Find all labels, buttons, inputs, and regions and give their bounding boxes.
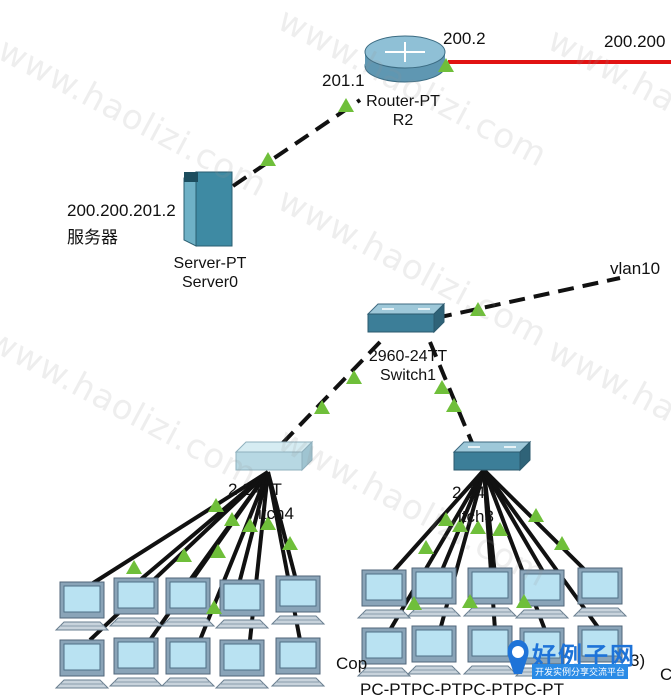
bottom-cop-label: Cop	[336, 654, 368, 673]
router-server-link[interactable]	[231, 98, 362, 188]
pc-icon[interactable]	[357, 569, 411, 619]
server-model-label: Server-PT	[173, 255, 247, 272]
switch4-name-label: itch4	[258, 504, 294, 523]
switch4-model-label: 2 24TT	[228, 480, 282, 499]
router-model-label: Router-PT	[366, 93, 440, 110]
pc-icon[interactable]	[215, 579, 269, 629]
pc-icon[interactable]	[161, 577, 215, 627]
pc-icon[interactable]	[55, 581, 109, 631]
switch1-name-label: Switch1	[379, 367, 437, 384]
router-ip-right-label: 200.2	[443, 29, 486, 48]
router-name-label: R2	[392, 112, 414, 129]
pc-icon[interactable]	[271, 575, 325, 625]
router-ip-far-label: 200.200	[604, 32, 666, 51]
switch1-switch3-link[interactable]	[428, 341, 477, 451]
switch1-uplink[interactable]	[435, 276, 621, 320]
pc-icon[interactable]	[55, 639, 109, 689]
bottom-c-label: C	[660, 665, 671, 684]
router-caption[interactable]: Router-PT R2	[350, 92, 456, 130]
pc-icon[interactable]	[215, 639, 269, 689]
switch1-icon[interactable]	[367, 303, 445, 333]
switch4-pc-link[interactable]	[88, 470, 270, 587]
switch3-model-label: 2 24	[452, 483, 486, 502]
site-badge-subtitle: 开发实例分享交流平台	[532, 664, 629, 679]
server-icon-panel	[184, 172, 198, 182]
site-logo-icon	[507, 640, 529, 674]
pc-icon[interactable]	[109, 577, 163, 627]
server-ip-label: 200.200.201.2	[65, 201, 178, 220]
switch3-icon[interactable]	[453, 441, 531, 471]
server-desc-label: 服务器	[65, 228, 120, 247]
bottom-paren-label: 3)	[630, 651, 646, 670]
router-ip-left-label: 201.1	[320, 71, 367, 90]
switch3-pc-link[interactable]	[482, 468, 547, 577]
server-name-label: Server0	[181, 274, 239, 291]
server-icon-side	[183, 171, 197, 247]
pc-icon[interactable]	[161, 637, 215, 687]
switch1-caption[interactable]: 2960-24TT Switch1	[352, 347, 464, 385]
pc-icon[interactable]	[109, 637, 163, 687]
link-status-triangle	[446, 398, 462, 412]
vlan-label: vlan10	[610, 259, 661, 278]
switch1-model-label: 2960-24TT	[368, 348, 448, 365]
site-badge: 好例子网 开发实例分享交流平台	[504, 636, 654, 688]
router-arrows-icon	[385, 42, 425, 62]
pc-icon[interactable]	[573, 567, 627, 617]
server-caption[interactable]: Server-PT Server0	[158, 254, 262, 292]
switch3-pc-link[interactable]	[388, 468, 486, 577]
switch3-pc-link[interactable]	[482, 468, 592, 577]
pc-icon[interactable]	[407, 625, 461, 675]
pc-icon[interactable]	[271, 637, 325, 687]
switch3-name-label: itch3	[458, 507, 494, 526]
server-icon[interactable]	[195, 171, 233, 247]
